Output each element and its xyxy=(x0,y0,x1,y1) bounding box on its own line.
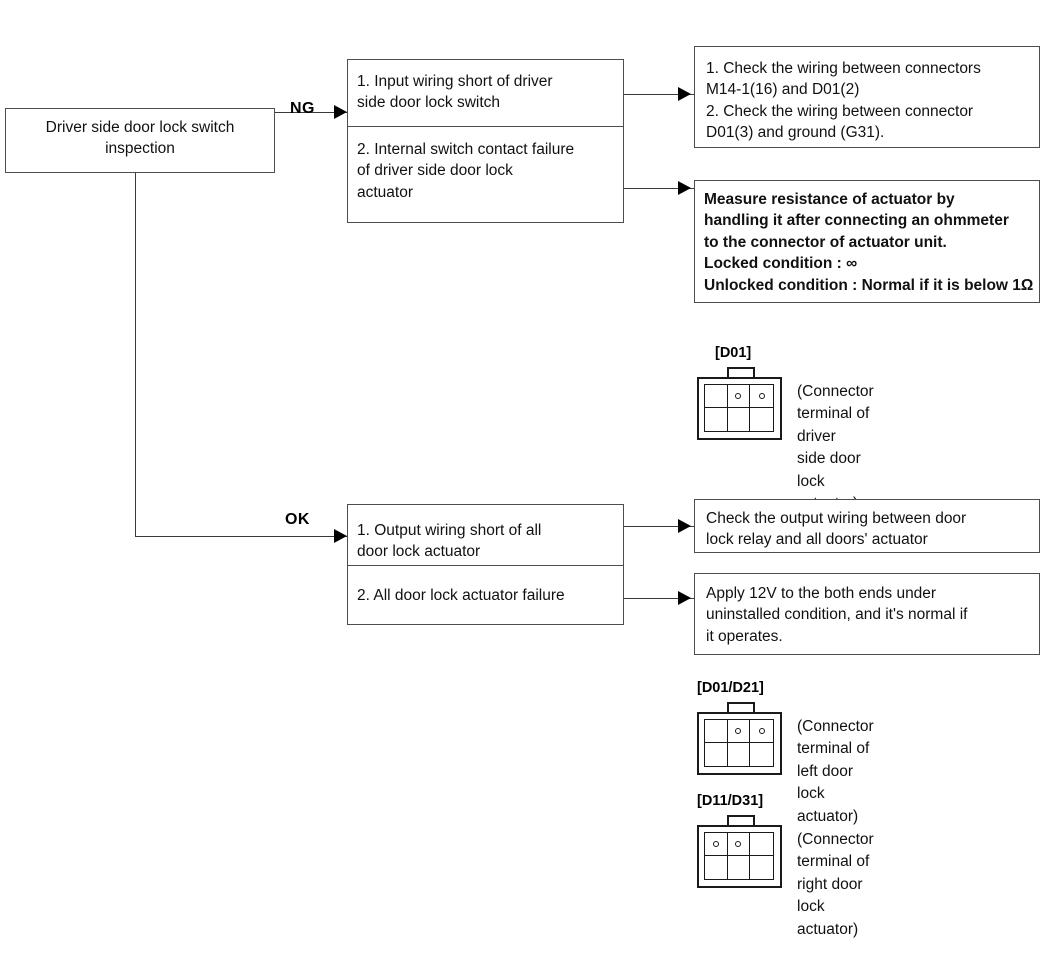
connector-tab-icon xyxy=(727,367,755,379)
ok-action-2-arrowhead xyxy=(678,591,691,605)
ng-cause-2: 2. Internal switch contact failure of dr… xyxy=(357,141,575,201)
pin-cell-1-3 xyxy=(750,385,773,408)
pin-cell-2-2 xyxy=(728,408,751,431)
ng-action-2-arrowhead xyxy=(678,181,691,195)
connector-d01-d21-name: [D01/D21] xyxy=(697,680,764,696)
pin-cell-1-3 xyxy=(750,833,773,856)
ng-action-box-1 xyxy=(694,46,1040,148)
ok-action-1-line xyxy=(624,526,694,527)
ok-action-2-text: Apply 12V to the both ends under uninsta… xyxy=(706,585,968,645)
pin-dot-icon xyxy=(758,393,765,399)
connector-body-icon xyxy=(697,377,782,440)
connector-d01-name: [D01] xyxy=(715,345,752,361)
ok-action-box-1 xyxy=(694,499,1040,553)
ng-action-1-arrowhead xyxy=(678,87,691,101)
pin-cell-2-3 xyxy=(750,408,773,431)
connector-tab-icon xyxy=(727,815,755,827)
connector-pin-grid xyxy=(704,719,774,767)
pin-cell-2-2 xyxy=(728,856,751,879)
connector-pin-grid xyxy=(704,832,774,880)
ng-action-box-2 xyxy=(694,180,1040,303)
ng-arrowhead xyxy=(334,105,347,119)
ng-action-2-text: Measure resistance of actuator by handli… xyxy=(704,191,1034,294)
connector-d01-description: (Connector terminal of driver side door … xyxy=(797,383,874,512)
pin-cell-2-1 xyxy=(705,743,728,766)
pin-cell-1-2 xyxy=(727,720,751,743)
ng-action-1-line xyxy=(624,94,694,95)
pin-cell-1-1 xyxy=(705,720,728,743)
pin-cell-1-2 xyxy=(727,833,751,856)
ok-branch-horizontal xyxy=(135,536,350,537)
pin-cell-2-1 xyxy=(705,408,728,431)
ok-causes-divider xyxy=(347,565,624,566)
ok-action-1-arrowhead xyxy=(678,519,691,533)
start-box xyxy=(5,108,275,173)
connector-d11-d31-description: (Connector terminal of right door lock a… xyxy=(797,831,874,938)
connector-body-icon xyxy=(697,825,782,888)
ng-branch-label: NG xyxy=(290,100,315,117)
ng-causes-divider xyxy=(347,126,624,127)
connector-d11-d31-name: [D11/D31] xyxy=(697,793,764,809)
pin-dot-icon xyxy=(758,728,765,734)
pin-dot-icon xyxy=(712,841,719,847)
ok-causes-box xyxy=(347,504,624,625)
connector-tab-icon xyxy=(727,702,755,714)
start-box-label: Driver side door lock switch inspection xyxy=(45,119,235,158)
pin-cell-2-1 xyxy=(705,856,728,879)
ok-action-1-text: Check the output wiring between door loc… xyxy=(706,510,967,549)
ok-action-box-2 xyxy=(694,573,1040,655)
ok-branch-label: OK xyxy=(285,511,310,528)
ok-cause-2: 2. All door lock actuator failure xyxy=(357,587,565,604)
connector-pin-grid xyxy=(704,384,774,432)
connector-body-icon xyxy=(697,712,782,775)
ok-branch-vertical xyxy=(135,173,136,536)
ok-action-2-line xyxy=(624,598,694,599)
pin-cell-2-3 xyxy=(750,856,773,879)
pin-cell-1-1 xyxy=(705,385,728,408)
pin-dot-icon xyxy=(735,393,742,399)
pin-cell-2-3 xyxy=(750,743,773,766)
ng-branch-line xyxy=(275,112,350,113)
ng-cause-1: 1. Input wiring short of driver side doo… xyxy=(357,73,553,112)
ng-action-1-text: 1. Check the wiring between connectors M… xyxy=(706,60,981,142)
ng-action-2-line xyxy=(624,188,694,189)
connector-d01-d21-description: (Connector terminal of left door lock ac… xyxy=(797,718,874,825)
ok-cause-1: 1. Output wiring short of all door lock … xyxy=(357,522,542,561)
pin-cell-2-2 xyxy=(728,743,751,766)
pin-cell-1-3 xyxy=(750,720,773,743)
ng-causes-box xyxy=(347,59,624,223)
pin-cell-1-2 xyxy=(727,385,751,408)
pin-dot-icon xyxy=(735,841,742,847)
ok-arrowhead xyxy=(334,529,347,543)
pin-cell-1-1 xyxy=(705,833,728,856)
pin-dot-icon xyxy=(735,728,742,734)
